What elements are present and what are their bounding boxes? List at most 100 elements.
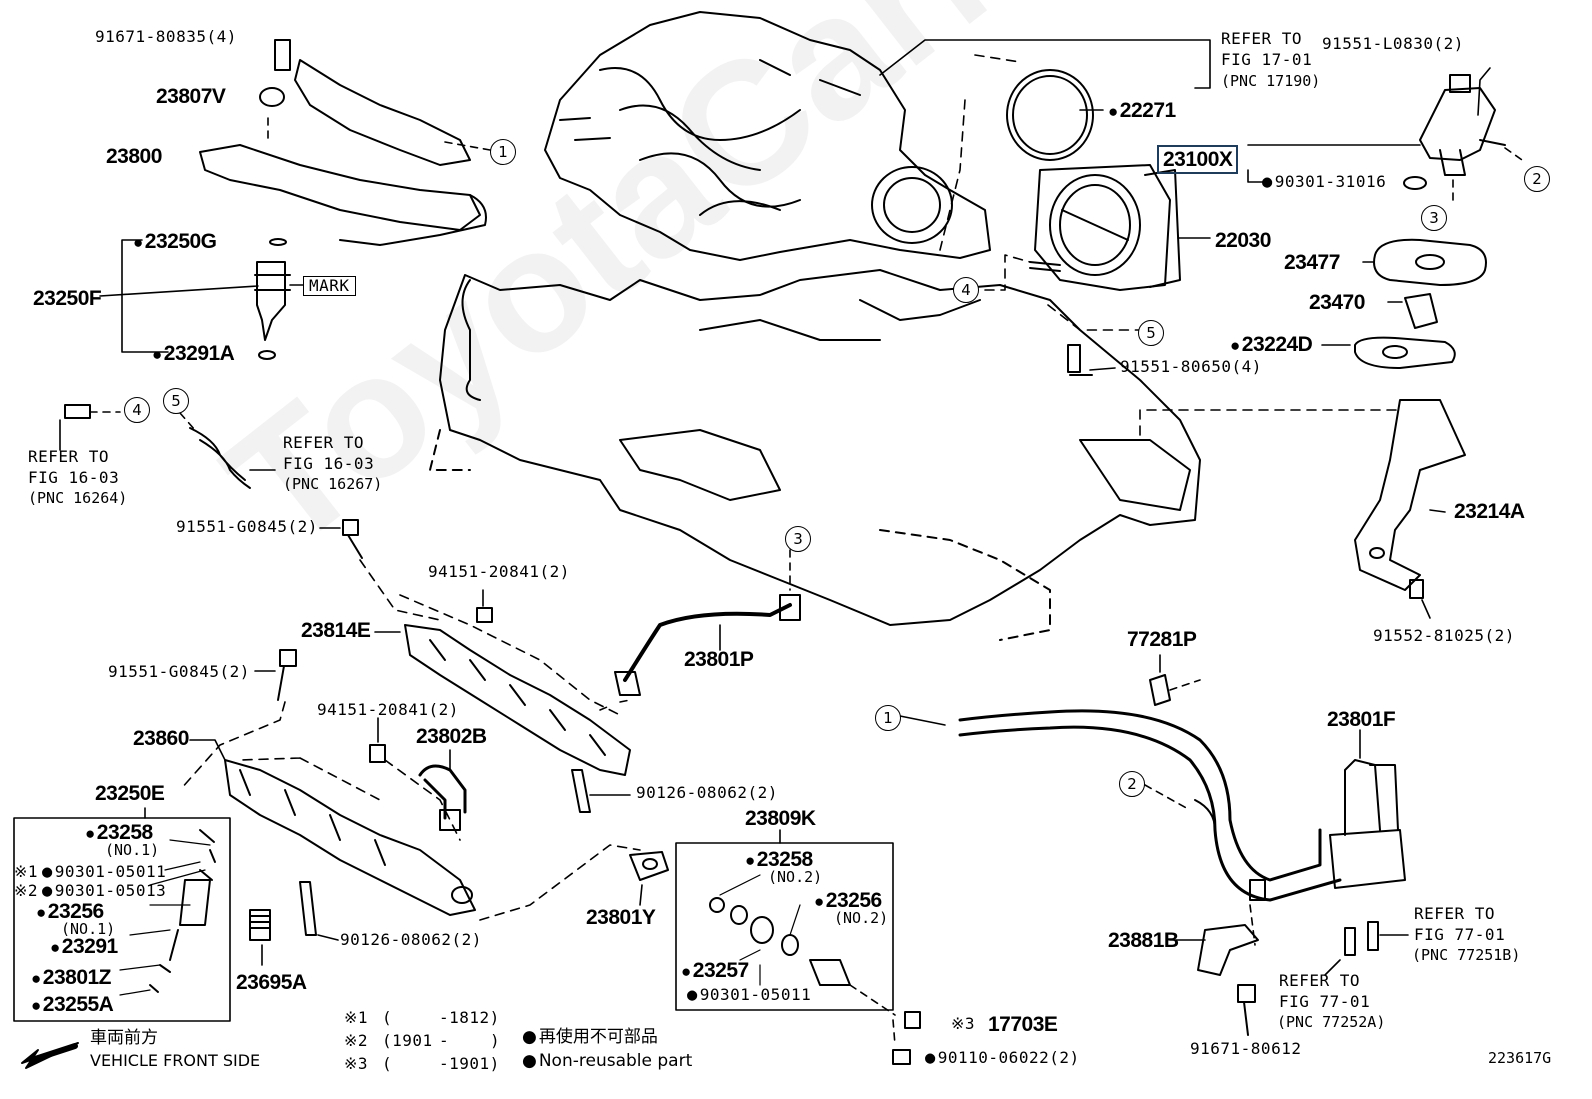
figure-number: 223617G [1488, 1049, 1552, 1067]
note-range: - [439, 1031, 450, 1050]
note-range: -1812) [439, 1008, 500, 1027]
vehicle-front-en: VEHICLE FRONT SIDE [90, 1051, 261, 1070]
parts-box-23250E [13, 817, 231, 1022]
non-reusable-en: Non-reusable part [522, 1053, 692, 1070]
parts-box-23809K [675, 842, 894, 1011]
part-label[interactable]: 90126-08062(2) [636, 783, 778, 802]
refer-fig-link[interactable]: FIG 77-01 [1279, 992, 1371, 1011]
part-label[interactable]: 23291A [152, 343, 235, 364]
part-label[interactable]: 23881B [1108, 929, 1179, 952]
refer-fig-link[interactable]: FIG 16-03 [28, 468, 120, 487]
part-label[interactable]: 23860 [133, 727, 189, 750]
highlighted-part-23100X[interactable]: 23100X [1157, 145, 1239, 174]
refer-to-label: REFER TO [283, 433, 365, 452]
ref-circle-2: 2 [1524, 166, 1550, 192]
note-range: ( [382, 1054, 393, 1073]
part-label[interactable]: 23470 [1309, 291, 1365, 314]
part-label[interactable]: 23256 [36, 901, 104, 922]
part-label[interactable]: 23257 [681, 960, 749, 981]
part-label[interactable]: 91552-81025(2) [1373, 626, 1515, 645]
part-label[interactable]: 23801F [1327, 708, 1396, 731]
ref-circle-5: 5 [163, 388, 189, 414]
part-label[interactable]: 94151-20841(2) [428, 562, 570, 581]
note-mark: ※3 [344, 1054, 369, 1073]
part-label[interactable]: 23250E [95, 782, 165, 805]
refer-pnc: (PNC 17190) [1221, 72, 1321, 90]
injector-drawing [254, 238, 291, 360]
part-label[interactable]: 23809K [745, 807, 816, 830]
part-label[interactable]: 23258 [745, 849, 813, 870]
refer-to-label: REFER TO [28, 447, 110, 466]
part-label[interactable]: 90110-06022(2) [925, 1050, 1080, 1067]
part-label[interactable]: 91551-80650(4) [1120, 357, 1262, 376]
refer-fig-link[interactable]: FIG 17-01 [1221, 50, 1313, 69]
part-label[interactable]: 90301-05011 [42, 864, 166, 881]
ref-circle-2: 2 [1119, 771, 1145, 797]
part-label[interactable]: 90126-08062(2) [340, 930, 482, 949]
fuel-pipe-assy-drawing [958, 709, 1406, 902]
part-label[interactable]: 91551-G0845(2) [108, 662, 250, 681]
part-label[interactable]: 90301-05013 [42, 883, 166, 900]
variant-mark: ※1 [14, 862, 39, 881]
part-label[interactable]: 23250G [133, 231, 217, 252]
bracket-drawing [1354, 399, 1466, 591]
ref-circle-5: 5 [1138, 320, 1164, 346]
variant-mark: ※2 [14, 881, 39, 900]
part-label[interactable]: 23802B [416, 725, 487, 748]
refer-fig-link[interactable]: FIG 77-01 [1414, 925, 1506, 944]
part-label[interactable]: 23224D [1230, 334, 1313, 355]
part-label[interactable]: 23255A [31, 994, 114, 1015]
part-label[interactable]: 94151-20841(2) [317, 700, 459, 719]
part-label[interactable]: 23291 [50, 936, 118, 957]
refer-fig-link[interactable]: FIG 16-03 [283, 454, 375, 473]
fuel-rail-lower-drawing [404, 624, 631, 776]
part-label[interactable]: 23214A [1454, 500, 1525, 523]
part-label[interactable]: 22271 [1108, 100, 1176, 121]
part-label[interactable]: 17703E [988, 1013, 1058, 1036]
part-note: (NO.2) [768, 868, 823, 886]
non-reusable-jp: 再使用不可部品 [522, 1029, 658, 1046]
vehicle-front-jp: 車両前方 [90, 1028, 158, 1048]
note-range: ( [382, 1008, 393, 1027]
ref-circle-4: 4 [124, 397, 150, 423]
part-label[interactable]: 23807V [156, 85, 226, 108]
part-label[interactable]: 23801P [684, 648, 754, 671]
part-label[interactable]: 77281P [1127, 628, 1197, 651]
refer-pnc: (PNC 77251B) [1412, 946, 1521, 964]
part-label[interactable]: 23801Z [31, 967, 112, 988]
ref-circle-1: 1 [875, 705, 901, 731]
part-label[interactable]: 22030 [1215, 229, 1271, 252]
variant-mark: ※3 [951, 1014, 976, 1033]
note-range: -1901) [439, 1054, 500, 1073]
refer-to-label: REFER TO [1221, 29, 1303, 48]
part-label[interactable]: 91551-L0830(2) [1322, 34, 1464, 53]
refer-to-label: REFER TO [1279, 971, 1361, 990]
part-note: (NO.2) [834, 909, 889, 927]
part-label[interactable]: 91671-80835(4) [95, 27, 237, 46]
ref-circle-3: 3 [1421, 205, 1447, 231]
part-label[interactable]: 23814E [301, 619, 371, 642]
part-label[interactable]: 23695A [236, 971, 307, 994]
part-label[interactable]: 91551-G0845(2) [176, 517, 318, 536]
part-label[interactable]: 23256 [814, 890, 882, 911]
intake-manifold-drawing [544, 11, 991, 261]
part-label[interactable]: 90301-05011 [687, 987, 811, 1004]
part-label[interactable]: 23258 [85, 822, 153, 843]
part-label[interactable]: 91671-80612 [1190, 1039, 1302, 1058]
refer-pnc: (PNC 16264) [28, 489, 128, 507]
part-label[interactable]: 23250F [33, 287, 102, 310]
part-label[interactable]: 23800 [106, 145, 162, 168]
part-note: (NO.1) [61, 920, 116, 938]
note-range: (1901 [382, 1031, 433, 1050]
part-note: (NO.1) [105, 841, 160, 859]
ref-circle-1: 1 [490, 139, 516, 165]
part-label[interactable]: 23477 [1284, 251, 1340, 274]
refer-to-label: REFER TO [1414, 904, 1496, 923]
refer-pnc: (PNC 16267) [283, 475, 383, 493]
note-range: ) [490, 1031, 501, 1050]
fuel-rail-upper-drawing [199, 39, 487, 246]
part-label[interactable]: 90301-31016 [1262, 174, 1386, 191]
ref-circle-4: 4 [953, 277, 979, 303]
part-label[interactable]: 23801Y [586, 906, 656, 929]
